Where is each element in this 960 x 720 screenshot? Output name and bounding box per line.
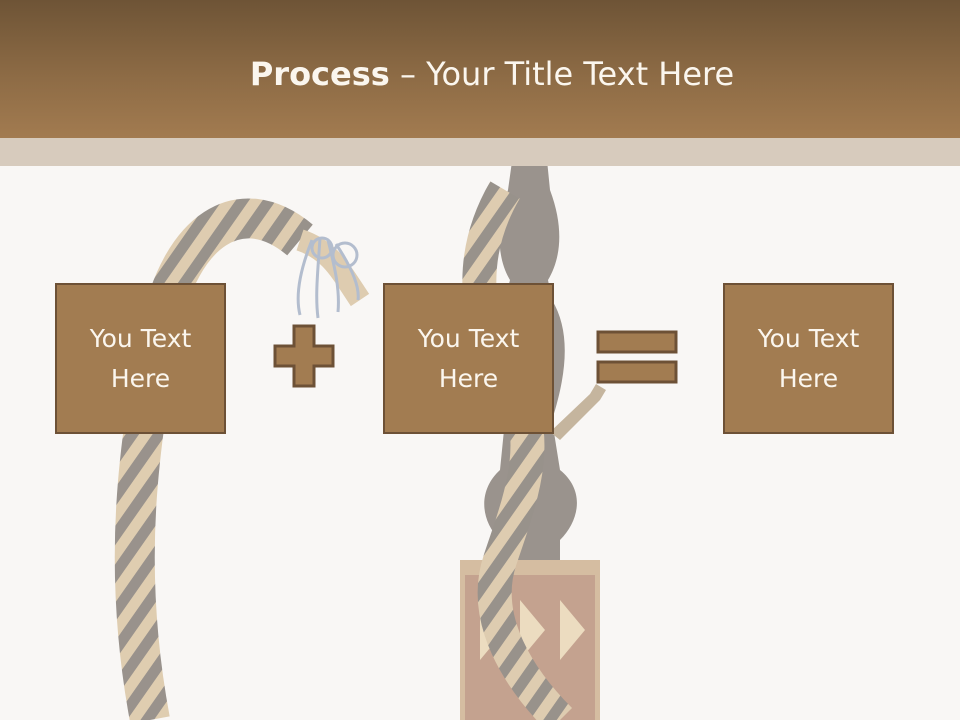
header-accent-band (0, 138, 960, 166)
title-dash: – (389, 55, 427, 93)
process-box-2-text: You Text Here (417, 323, 520, 393)
equals-icon (596, 330, 678, 384)
process-box-1[interactable]: You Text Here (55, 283, 226, 434)
process-box-2[interactable]: You Text Here (383, 283, 554, 434)
process-box-3[interactable]: You Text Here (723, 283, 894, 434)
process-box-1-text: You Text Here (89, 323, 192, 393)
title-bold-text: Process (249, 55, 390, 93)
title-rest-text: Your Title Text Here (426, 55, 735, 93)
slide-title: Process – Your Title Text Here (0, 52, 960, 96)
title-header-bar (0, 0, 960, 138)
process-box-3-text: You Text Here (757, 323, 860, 393)
plus-icon (273, 324, 335, 388)
